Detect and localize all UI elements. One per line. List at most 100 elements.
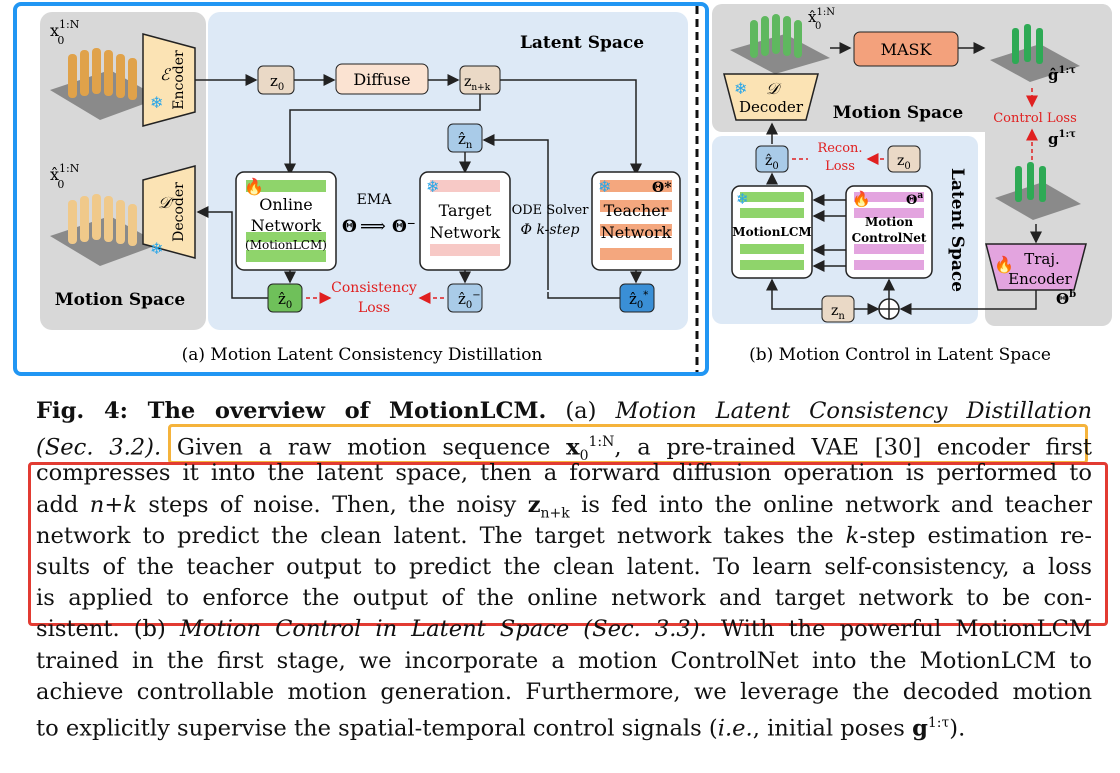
caption-segment: 1:τ bbox=[927, 714, 950, 731]
masked-motion-figures bbox=[990, 24, 1080, 82]
consistency-loss-line-1: Consistency bbox=[331, 280, 417, 296]
caption-segment: sistent. (b) bbox=[36, 616, 180, 643]
mask-label: MASK bbox=[881, 40, 933, 59]
flame-icon: 🔥 bbox=[244, 177, 264, 196]
g-hat-label: ĝ1:τ bbox=[1048, 65, 1076, 84]
target-network-line-1: Target bbox=[439, 201, 492, 220]
ode-solver-label: ODE Solver bbox=[512, 203, 590, 218]
online-network-line-1: Online bbox=[259, 195, 312, 214]
z0-node-b bbox=[887, 145, 921, 173]
encoder-block bbox=[142, 33, 196, 127]
motion-space-label-a: Motion Space bbox=[55, 290, 186, 310]
reconstructed-motion-figures bbox=[730, 14, 830, 74]
caption-segment: z bbox=[527, 491, 541, 518]
decoder-symbol-a: 𝒟 bbox=[158, 193, 174, 212]
theta-b-label: Θb bbox=[1056, 289, 1076, 308]
caption-segment: g bbox=[912, 715, 928, 742]
traj-encoder-block bbox=[985, 243, 1087, 291]
caption-line: (Sec. 3.2). Given a raw motion sequence … bbox=[36, 427, 1093, 464]
z0-label-a: z0 bbox=[270, 72, 284, 93]
g-label: g1:τ bbox=[1048, 129, 1076, 148]
control-signal-figures bbox=[995, 162, 1081, 220]
caption-segment: achieve controllable motion generation. … bbox=[36, 678, 1092, 705]
caption-line: Fig. 4: The overview of MotionLCM. (a) M… bbox=[36, 396, 1092, 427]
flame-icon: 🔥 bbox=[852, 190, 871, 208]
caption-segment: to explicitly supervise the spatial-temp… bbox=[36, 715, 718, 742]
caption-line: network to predict the clean latent. The… bbox=[36, 521, 1092, 552]
flame-icon: 🔥 bbox=[994, 255, 1014, 274]
zhat0-star-label: ẑ0* bbox=[629, 290, 648, 311]
controlnet-line-2: ControlNet bbox=[852, 231, 927, 245]
ema-label: EMA bbox=[357, 192, 393, 208]
caption-segment: 0 bbox=[579, 448, 589, 465]
zn-label: zn bbox=[831, 303, 845, 322]
zhat0-label-b: ẑ0 bbox=[765, 153, 779, 172]
online-network bbox=[235, 171, 337, 271]
decoder-symbol-b: 𝒟 bbox=[766, 79, 782, 98]
controlnet-line-1: Motion bbox=[865, 215, 913, 229]
snowflake-icon: ❄ bbox=[598, 177, 611, 196]
teacher-network-line-2: Network bbox=[601, 223, 672, 242]
latent-space-label-a: Latent Space bbox=[520, 33, 644, 53]
caption-segment: Motion Latent Consistency Distillation bbox=[615, 398, 1093, 424]
caption-line: sistent. (b) Motion Control in Latent Sp… bbox=[36, 614, 1092, 645]
output-motion-figures bbox=[50, 194, 160, 266]
caption-line: is applied to enforce the output of the … bbox=[36, 583, 1092, 614]
caption-segment: -step estimation re- bbox=[859, 522, 1092, 549]
caption-segment: , a pre-trained VAE [30] encoder first bbox=[614, 434, 1093, 461]
caption-segment: Motion Control in Latent Space (Sec. 3.3… bbox=[179, 616, 707, 643]
motion-space-label-b: Motion Space bbox=[833, 103, 964, 123]
caption-segment: is fed into the online network and teach… bbox=[569, 491, 1092, 518]
teacher-network-line-1: Teacher bbox=[604, 201, 669, 220]
recon-loss-line-1: Recon. bbox=[817, 141, 862, 156]
caption-segment: add bbox=[36, 491, 90, 518]
decoder-block-a bbox=[142, 165, 196, 259]
figure-caption: Fig. 4: The overview of MotionLCM. (a) M… bbox=[36, 396, 1093, 742]
decoder-label-b: Decoder bbox=[739, 98, 804, 116]
caption-line: compresses it into the latent space, the… bbox=[36, 458, 1092, 489]
caption-segment: is applied to enforce the output of the … bbox=[36, 585, 1092, 612]
ode-step-label: Φ k-step bbox=[521, 222, 580, 238]
panel-b-caption: (b) Motion Control in Latent Space bbox=[749, 345, 1051, 365]
encoder-label: Encoder bbox=[171, 50, 187, 110]
panel-a-caption: (a) Motion Latent Consistency Distillati… bbox=[182, 345, 543, 365]
snowflake-icon: ❄ bbox=[426, 177, 439, 196]
caption-line: add n+k steps of noise. Then, the noisy … bbox=[36, 490, 1092, 522]
decoder-label-a: Decoder bbox=[171, 182, 187, 242]
snowflake-icon: ❄ bbox=[734, 79, 747, 98]
caption-segment: With the powerful MotionLCM bbox=[706, 616, 1093, 643]
zhat-n-label: ẑn bbox=[458, 130, 473, 151]
latent-space-label-b: Latent Space bbox=[947, 168, 967, 292]
caption-line: sults of the teacher output to predict t… bbox=[36, 552, 1092, 583]
theta-label: Θ bbox=[342, 217, 357, 237]
caption-segment: k bbox=[123, 491, 137, 518]
snowflake-icon: ❄ bbox=[150, 239, 163, 258]
caption-segment: (a) bbox=[546, 398, 616, 424]
zhat0-node-b bbox=[755, 145, 789, 173]
caption-segment: + bbox=[104, 491, 124, 518]
caption-segment: ). bbox=[949, 715, 966, 742]
caption-segment: x bbox=[566, 434, 580, 461]
decoder-block-b bbox=[723, 73, 819, 121]
znk-label: zn+k bbox=[464, 74, 491, 93]
caption-segment: Given a raw motion sequence bbox=[161, 434, 567, 461]
diffuse-node bbox=[335, 63, 429, 95]
traj-encoder-line-1: Traj. bbox=[1024, 250, 1060, 268]
implies-arrow: ⟹ bbox=[360, 216, 386, 237]
caption-segment: trained in the first stage, we incorpora… bbox=[36, 647, 1092, 674]
target-network-line-2: Network bbox=[430, 223, 501, 242]
online-network-line-3: (MotionLCM) bbox=[245, 238, 327, 252]
caption-segment: steps of noise. Then, the noisy bbox=[136, 491, 528, 518]
theta-a-label: Θa bbox=[906, 191, 923, 208]
caption-segment: 1:N bbox=[588, 434, 615, 451]
zhat0-minus-node bbox=[447, 283, 483, 313]
online-network-line-2: Network bbox=[251, 216, 322, 235]
caption-segment: n bbox=[89, 491, 105, 518]
encoder-symbol: ℰ bbox=[160, 65, 172, 84]
snowflake-icon: ❄ bbox=[150, 93, 163, 112]
z0-label-b: z0 bbox=[897, 153, 911, 172]
caption-line: to explicitly supervise the spatial-temp… bbox=[36, 708, 1092, 742]
control-loss-label: Control Loss bbox=[993, 111, 1077, 126]
